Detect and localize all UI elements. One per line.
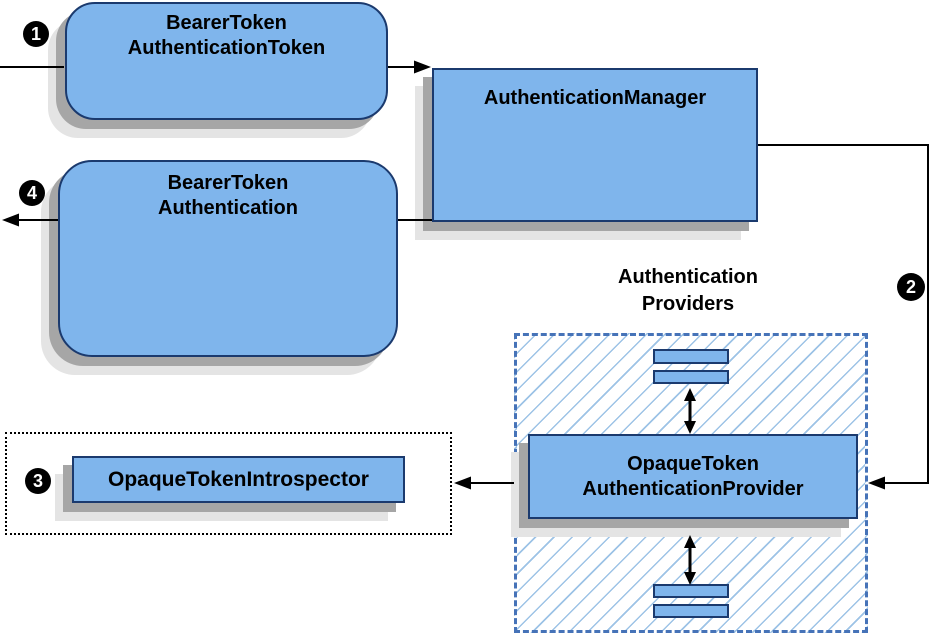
arrow-result-out [2, 213, 58, 227]
box-title: AuthenticationManager [483, 87, 707, 109]
label-line2: Providers [641, 293, 735, 315]
box-title-line2: AuthenticationToken [127, 37, 326, 59]
box-opaque-token-introspector: OpaqueTokenIntrospector [72, 456, 405, 503]
provider-stub-bar-bottom-2 [653, 604, 729, 618]
authentication-providers-label: Authentication Providers [588, 264, 788, 318]
label-line1: Authentication [618, 266, 758, 288]
arrow-to-introspector [454, 476, 514, 490]
box-bearer-token-authentication: BearerToken Authentication [58, 160, 398, 357]
arrow-to-authentication-manager [388, 60, 431, 74]
provider-stub-bar-bottom-1 [653, 584, 729, 598]
provider-label-line2: AuthenticationProvider [582, 477, 804, 500]
badge-step-3: 3 [25, 468, 51, 494]
badge-step-2: 2 [897, 273, 925, 301]
provider-stub-bar-top-1 [653, 349, 729, 364]
box-authentication-manager: AuthenticationManager [432, 68, 758, 222]
introspector-dotted-container [5, 432, 452, 535]
box-title-line2: Authentication [158, 197, 298, 219]
provider-label-line1: OpaqueToken [627, 452, 759, 475]
box-bearer-token-authentication-token: BearerToken AuthenticationToken [65, 2, 388, 120]
box-title: BearerToken [166, 12, 287, 34]
badge-step-4: 4 [19, 180, 45, 206]
box-title: BearerToken [167, 172, 289, 194]
box-opaque-token-authentication-provider: OpaqueToken AuthenticationProvider [528, 434, 858, 519]
provider-stub-bar-top-2 [653, 370, 729, 384]
badge-step-1: 1 [23, 21, 49, 47]
introspector-label: OpaqueTokenIntrospector [108, 467, 369, 491]
